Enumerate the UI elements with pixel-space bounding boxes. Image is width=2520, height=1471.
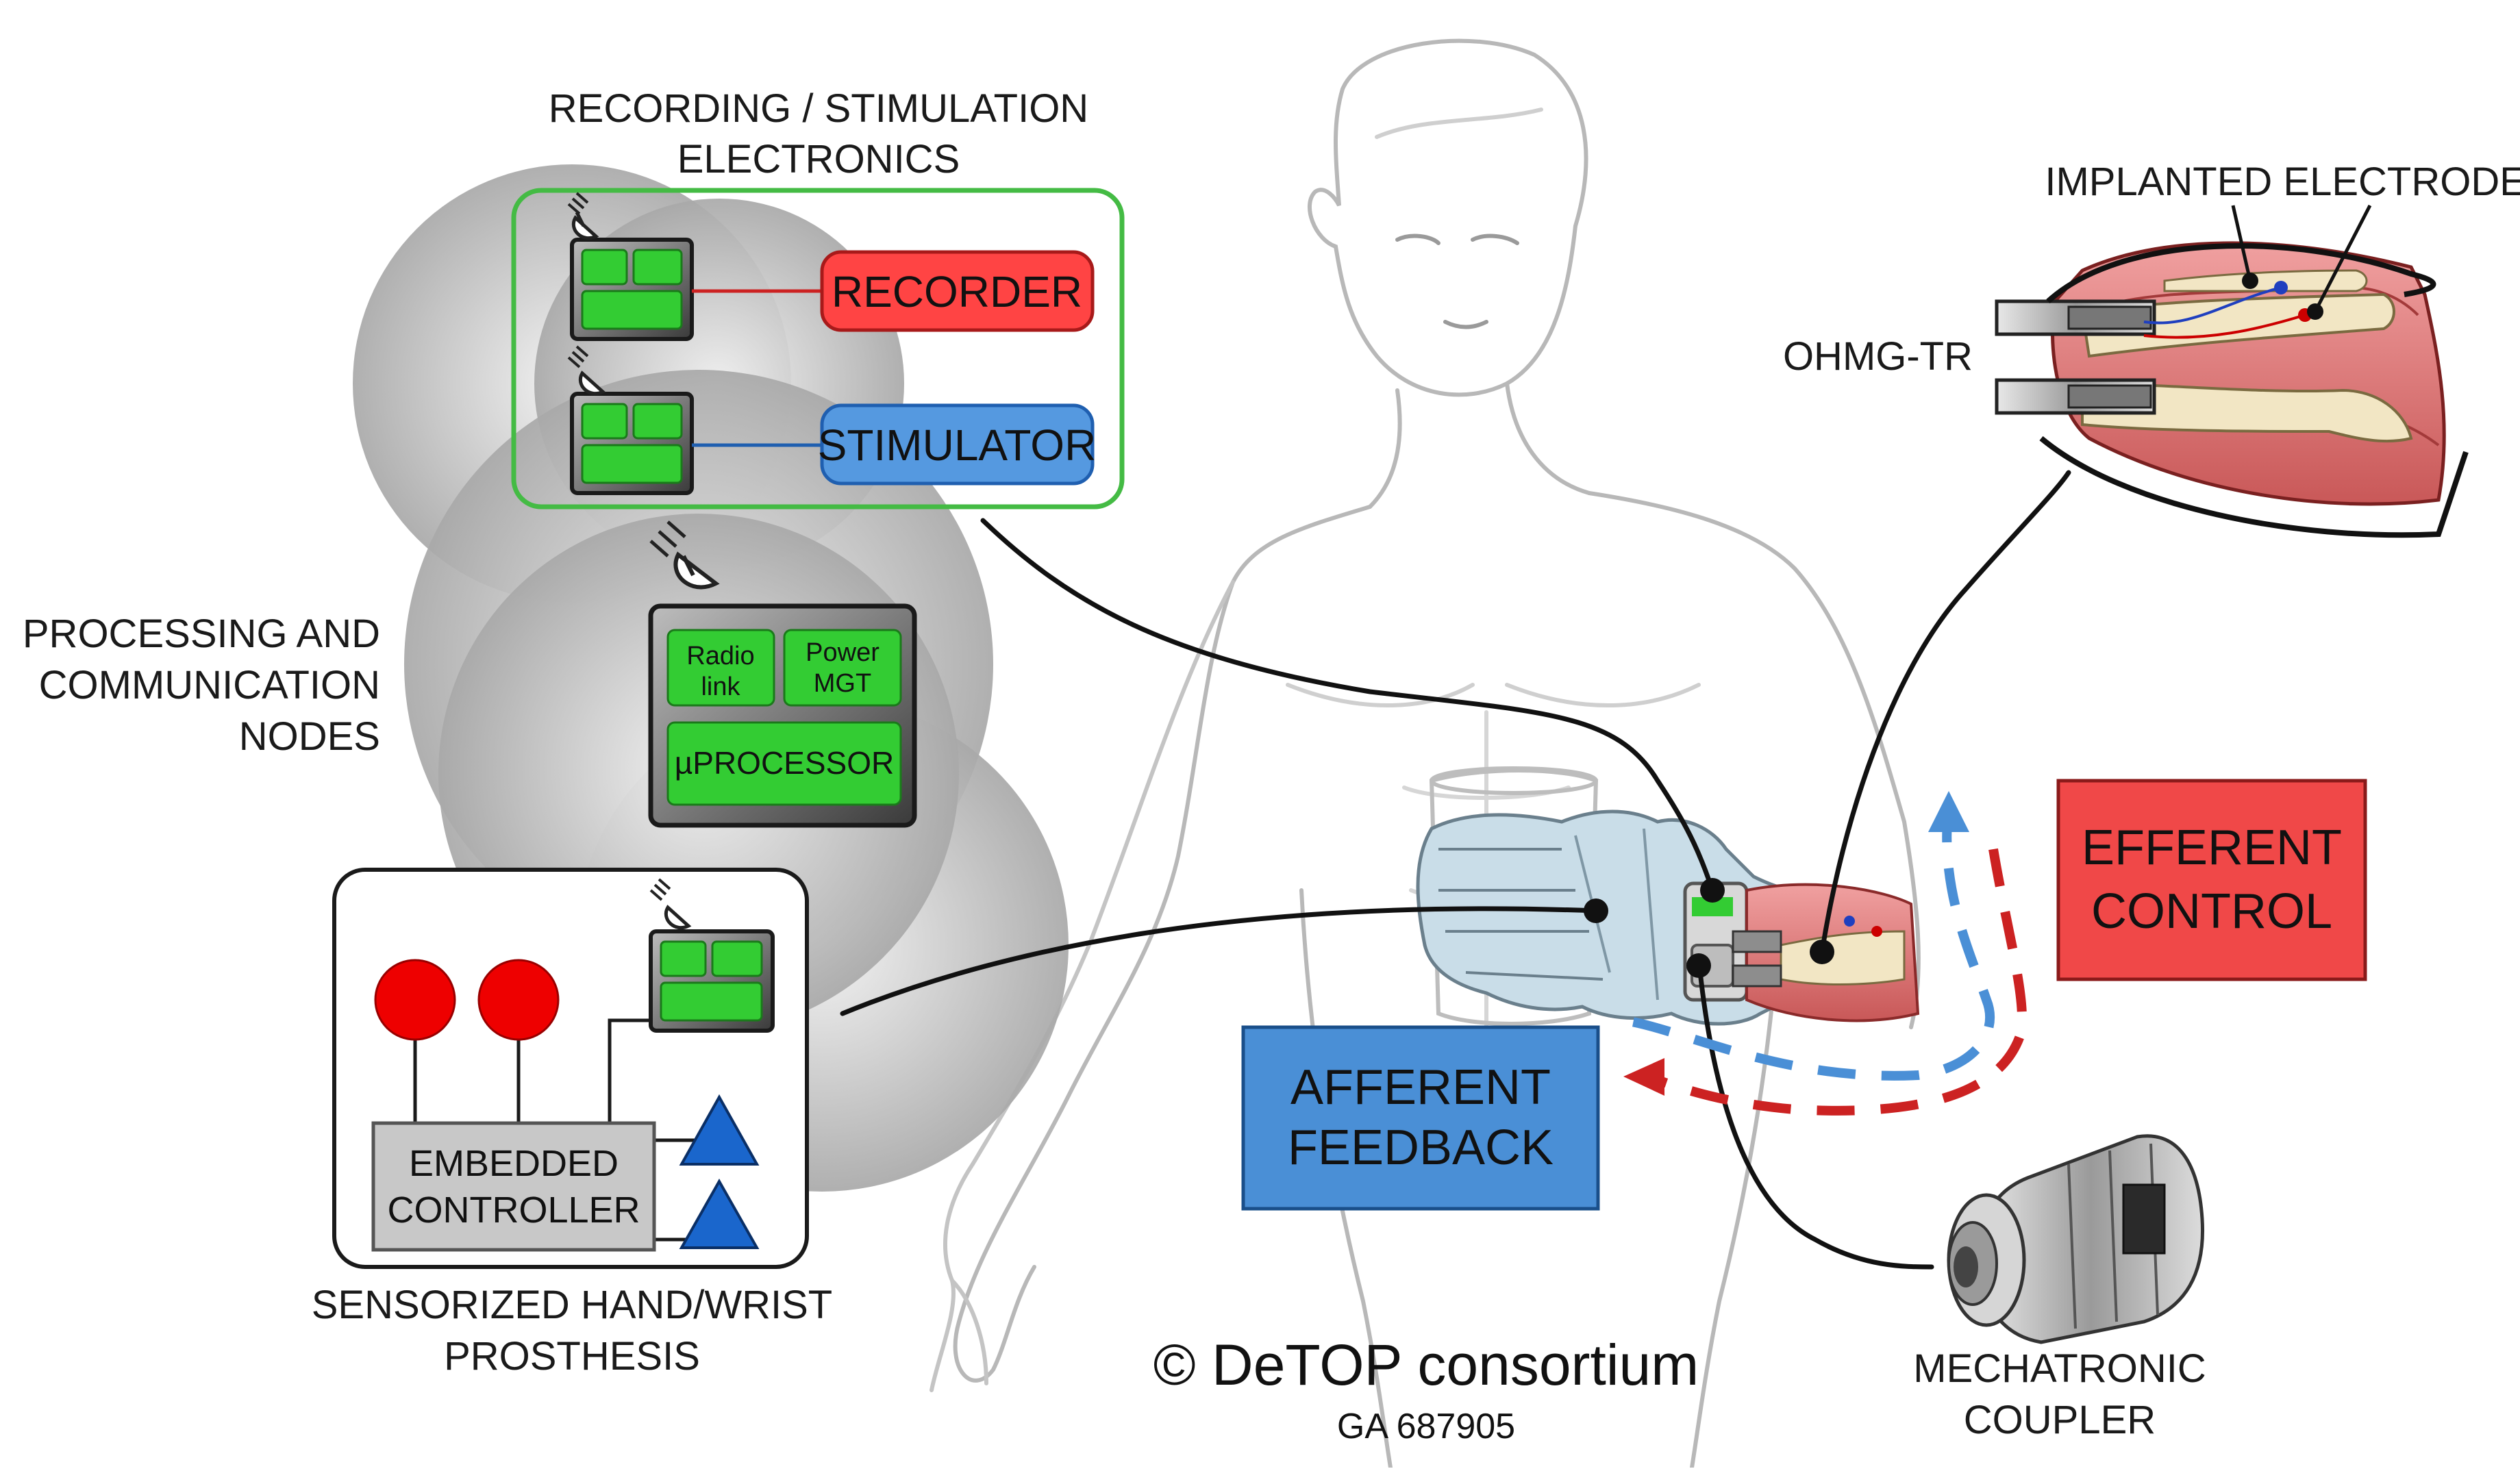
radio-link-label-2: link (701, 672, 740, 701)
rec-stim-title-line2: ELECTRONICS (677, 137, 960, 181)
signal-arrows (1623, 804, 2027, 1116)
efferent-label-2: CONTROL (2091, 884, 2332, 939)
cable-node (1810, 940, 1834, 964)
power-mgt-label-1: Power (806, 638, 879, 667)
recorder-chip (567, 192, 694, 341)
efferent-arrowhead (1928, 791, 1969, 832)
mechatronic-coupler: MECHATRONIC COUPLER (1913, 1134, 2206, 1442)
satellite-dish-icon (649, 520, 720, 590)
sensor-blue-triangle (679, 1094, 760, 1166)
mechatronic-label-1: MECHATRONIC (1913, 1346, 2206, 1391)
prosthesis-title-line2: PROSTHESIS (444, 1334, 700, 1379)
stimulator-label: STIMULATOR (818, 420, 1097, 470)
stimulator-box (820, 403, 1095, 486)
mechatronic-label-2: COUPLER (1964, 1398, 2156, 1442)
prosthesis-panel: EMBEDDED CONTROLLER SENSORIZED HAND/WRIS… (312, 868, 833, 1379)
afferent-label-1: AFFERENT (1290, 1060, 1551, 1115)
sensor-red-dot (477, 959, 560, 1041)
prosthesis-title-line1: SENSORIZED HAND/WRIST (312, 1283, 833, 1327)
connection-cables (840, 470, 2071, 1270)
embedded-controller-label-1: EMBEDDED (409, 1143, 619, 1184)
efferent-control-box: EFFERENT CONTROL (2056, 779, 2367, 981)
prosthesis-node-chip (649, 878, 775, 1033)
proc-title-line2: COMMUNICATION (39, 663, 380, 707)
radio-link-label-1: Radio (686, 642, 754, 670)
antenna-icon (649, 878, 692, 930)
rec-stim-title-line1: RECORDING / STIMULATION (549, 86, 1088, 131)
recorder-box (820, 250, 1095, 332)
sensor-red-dot (374, 959, 456, 1041)
sensor-blue-triangle (679, 1178, 760, 1249)
proc-title-line3: NODES (239, 714, 380, 759)
afferent-feedback-box: AFFERENT FEEDBACK (1241, 1025, 1600, 1211)
processing-node: PROCESSING AND COMMUNICATION NODES Radio… (23, 520, 917, 828)
afferent-label-2: FEEDBACK (1288, 1120, 1554, 1175)
cable-node (1700, 878, 1725, 903)
cable-node (1584, 898, 1608, 923)
antenna-icon (567, 345, 606, 396)
recorder-label: RECORDER (832, 267, 1082, 316)
proc-title-line1: PROCESSING AND (23, 612, 380, 656)
implanted-electrodes-label: IMPLANTED ELECTRODES (2045, 160, 2520, 204)
copyright-text: © DeTOP consortium (1153, 1333, 1699, 1397)
stimulator-chip (567, 345, 694, 495)
implanted-electrodes-inset: IMPLANTED ELECTRODES OHMG-TR (1783, 160, 2520, 538)
power-mgt-label-2: MGT (814, 669, 871, 698)
afferent-arrowhead (1623, 1058, 1664, 1096)
efferent-label-1: EFFERENT (2082, 820, 2342, 875)
recording-stimulation-section: RECORDING / STIMULATION ELECTRONICS RECO… (511, 86, 1125, 510)
embedded-controller-box (371, 1121, 656, 1252)
embedded-controller-label-2: CONTROLLER (387, 1190, 640, 1231)
grant-number: GA 687905 (1337, 1407, 1515, 1446)
ohmg-tr-label: OHMG-TR (1783, 334, 1973, 379)
cable-node (1686, 953, 1711, 978)
uprocessor-label: µPROCESSOR (675, 745, 894, 781)
rec-stim-frame (511, 188, 1125, 510)
antenna-icon (567, 192, 599, 240)
